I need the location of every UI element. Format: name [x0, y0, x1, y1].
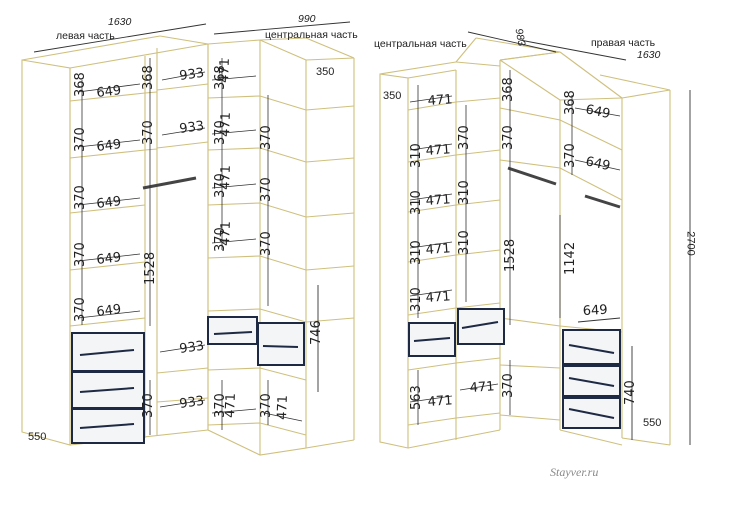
dim-471-3: 471 [218, 165, 234, 190]
left-hanging-rail [142, 176, 197, 190]
rotated-dims: 368 370 370 370 370 368 370 1528 370 368… [73, 65, 638, 418]
right-hanging-rail [507, 166, 557, 186]
dim-649-4: 649 [96, 250, 122, 268]
right-section-label: правая часть [591, 37, 656, 49]
dim-370-c7: 370 [259, 125, 274, 150]
left-section-label: левая часть [56, 30, 115, 42]
left-width-label: 1630 [108, 16, 132, 28]
left-assembly [21, 35, 355, 456]
dim-370-c3: 370 [213, 120, 228, 145]
dim-471-1: 471 [217, 58, 233, 83]
center-drawer-1 [207, 316, 258, 345]
dim-370-c10: 370 [259, 393, 274, 418]
dim-471-r4: 471 [425, 241, 451, 258]
dim-740: 740 [623, 380, 638, 405]
depth-550-right-label: 550 [643, 417, 662, 429]
left-cabinet-frame [21, 59, 71, 446]
dim-310-r3: 310 [409, 240, 424, 265]
dim-746: 746 [309, 320, 324, 345]
dim-368-l: 368 [73, 72, 88, 97]
width-callouts [77, 71, 621, 422]
dim-933-4: 933 [178, 394, 205, 412]
right-assembly [379, 37, 671, 449]
dim-368-r: 368 [501, 77, 516, 102]
watermark: Stayver.ru [550, 465, 599, 479]
inner-dimension-lines [81, 58, 573, 435]
dim-471-r3: 471 [425, 192, 451, 209]
center-right-drawer-2 [457, 308, 505, 345]
dim-1528-r: 1528 [503, 239, 518, 272]
dim-649-1: 649 [96, 83, 122, 101]
dim-370-l1: 370 [73, 127, 88, 152]
dim-471-r1: 471 [427, 92, 453, 109]
depth-350-right-label: 350 [383, 90, 402, 102]
dim-649-2: 649 [96, 137, 122, 155]
dim-471-r5: 471 [425, 289, 451, 306]
dim-370-r8: 370 [501, 125, 516, 150]
center-right-frame [379, 73, 409, 449]
dim-310-r1: 310 [409, 143, 424, 168]
dim-471-r6: 471 [427, 393, 453, 410]
dim-310-r4: 310 [409, 287, 424, 312]
dim-471-5: 471 [223, 393, 239, 418]
dim-370-rr: 370 [563, 143, 578, 168]
dim-649-r1: 649 [584, 102, 611, 122]
left-drawer-1 [71, 332, 145, 372]
dim-310-r7: 310 [457, 230, 472, 255]
dim-933-2: 933 [178, 119, 205, 137]
center-section-right-label: центральная часть [374, 38, 467, 50]
dim-368-c1: 368 [141, 65, 156, 90]
dim-649-3: 649 [96, 194, 122, 212]
dim-471-6: 471 [275, 395, 291, 420]
center-right-shelves [407, 97, 501, 426]
dim-933-1: 933 [178, 66, 205, 84]
dim-649-r3: 649 [582, 303, 608, 319]
right-drawers [408, 308, 621, 429]
dim-471-4: 471 [218, 221, 234, 246]
dim-370-c6: 370 [213, 393, 228, 418]
left-shelves [69, 83, 209, 403]
center-left-shelves [207, 95, 355, 436]
center-right-drawer-1 [408, 322, 456, 357]
dim-370-c4: 370 [213, 173, 228, 198]
dim-933-3: 933 [178, 339, 205, 357]
dim-563: 563 [409, 385, 424, 410]
dim-370-c1: 370 [141, 120, 156, 145]
center-drawer-2 [257, 322, 305, 366]
dim-370-c9: 370 [259, 231, 274, 256]
dim-370-l3: 370 [73, 242, 88, 267]
dim-649-5: 649 [96, 302, 122, 320]
dim-471-r7: 471 [469, 379, 495, 396]
dim-1528-l: 1528 [143, 252, 158, 285]
dim-471-r2: 471 [425, 142, 451, 159]
right-hanging-rail-2 [584, 194, 621, 209]
depth-350-left-label: 350 [316, 66, 335, 78]
dim-368-c3: 368 [213, 65, 228, 90]
dim-370-c8: 370 [259, 177, 274, 202]
dimension-lines [33, 21, 691, 445]
dim-370-c5: 370 [213, 227, 228, 252]
width-dims: 649 649 649 649 649 933 933 933 933 471 … [96, 58, 612, 420]
right-width-label: 1630 [637, 49, 661, 61]
left-drawers [71, 316, 305, 444]
dim-649-r2: 649 [584, 154, 611, 174]
center-section-left-label: центральная часть [265, 29, 358, 41]
dim-1142: 1142 [563, 242, 578, 275]
depth-550-left-label: 550 [28, 431, 47, 443]
dim-370-c2: 370 [141, 393, 156, 418]
dim-471-2: 471 [218, 112, 234, 137]
center-width-right-label: 983 [512, 27, 528, 47]
center-width-left-label: 990 [298, 13, 316, 25]
dim-310-r2: 310 [409, 190, 424, 215]
height-2700-label: 2700 [684, 231, 697, 256]
dim-370-l2: 370 [73, 185, 88, 210]
dim-310-r6: 310 [457, 180, 472, 205]
dim-368-rr: 368 [563, 90, 578, 115]
dim-370-l4: 370 [73, 297, 88, 322]
right-drawer-1 [562, 329, 621, 365]
dim-370-r5: 370 [457, 125, 472, 150]
dim-370-r9: 370 [501, 373, 516, 398]
